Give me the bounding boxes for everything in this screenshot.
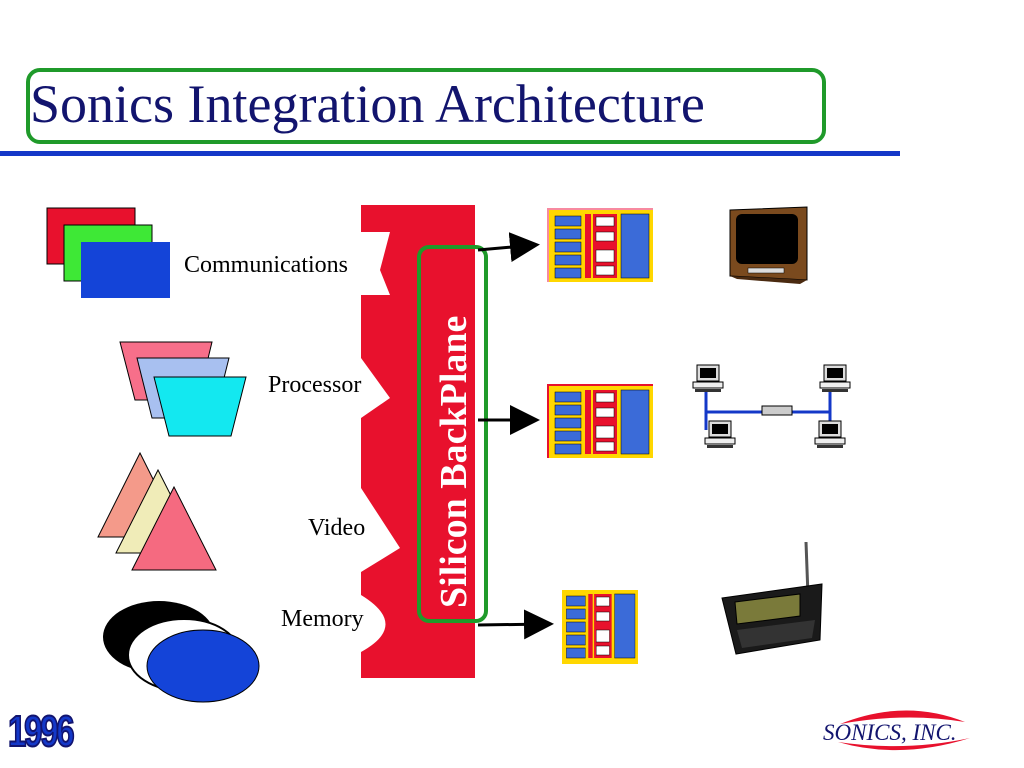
video-core-icon <box>97 451 217 571</box>
backplane-label-frame <box>417 245 488 623</box>
handheld-device-icon <box>721 541 823 655</box>
computer-network-icon <box>692 364 851 449</box>
communications-core-icon <box>46 207 170 298</box>
processor-core-icon <box>119 341 247 437</box>
memory-label: Memory <box>281 606 364 632</box>
arrow-top <box>477 232 540 263</box>
arrow-bottom <box>477 609 554 640</box>
memory-core-icon <box>103 601 260 703</box>
soc-chip-top <box>547 208 654 283</box>
soc-chip-bottom <box>561 589 639 664</box>
soc-chip-middle <box>547 384 654 459</box>
communications-label: Communications <box>184 252 348 278</box>
sonics-logo-swoosh <box>838 710 970 751</box>
page-title: Sonics Integration Architecture <box>30 74 705 134</box>
company-name: SONICS, INC. <box>823 720 957 745</box>
video-label: Video <box>308 515 366 541</box>
backplane-label: Silicon BackPlane <box>433 316 475 608</box>
television-icon <box>729 206 808 284</box>
title-frame <box>26 68 826 144</box>
processor-label: Processor <box>268 372 362 398</box>
year-badge: 1996 <box>7 706 75 757</box>
title-underline <box>0 151 900 156</box>
